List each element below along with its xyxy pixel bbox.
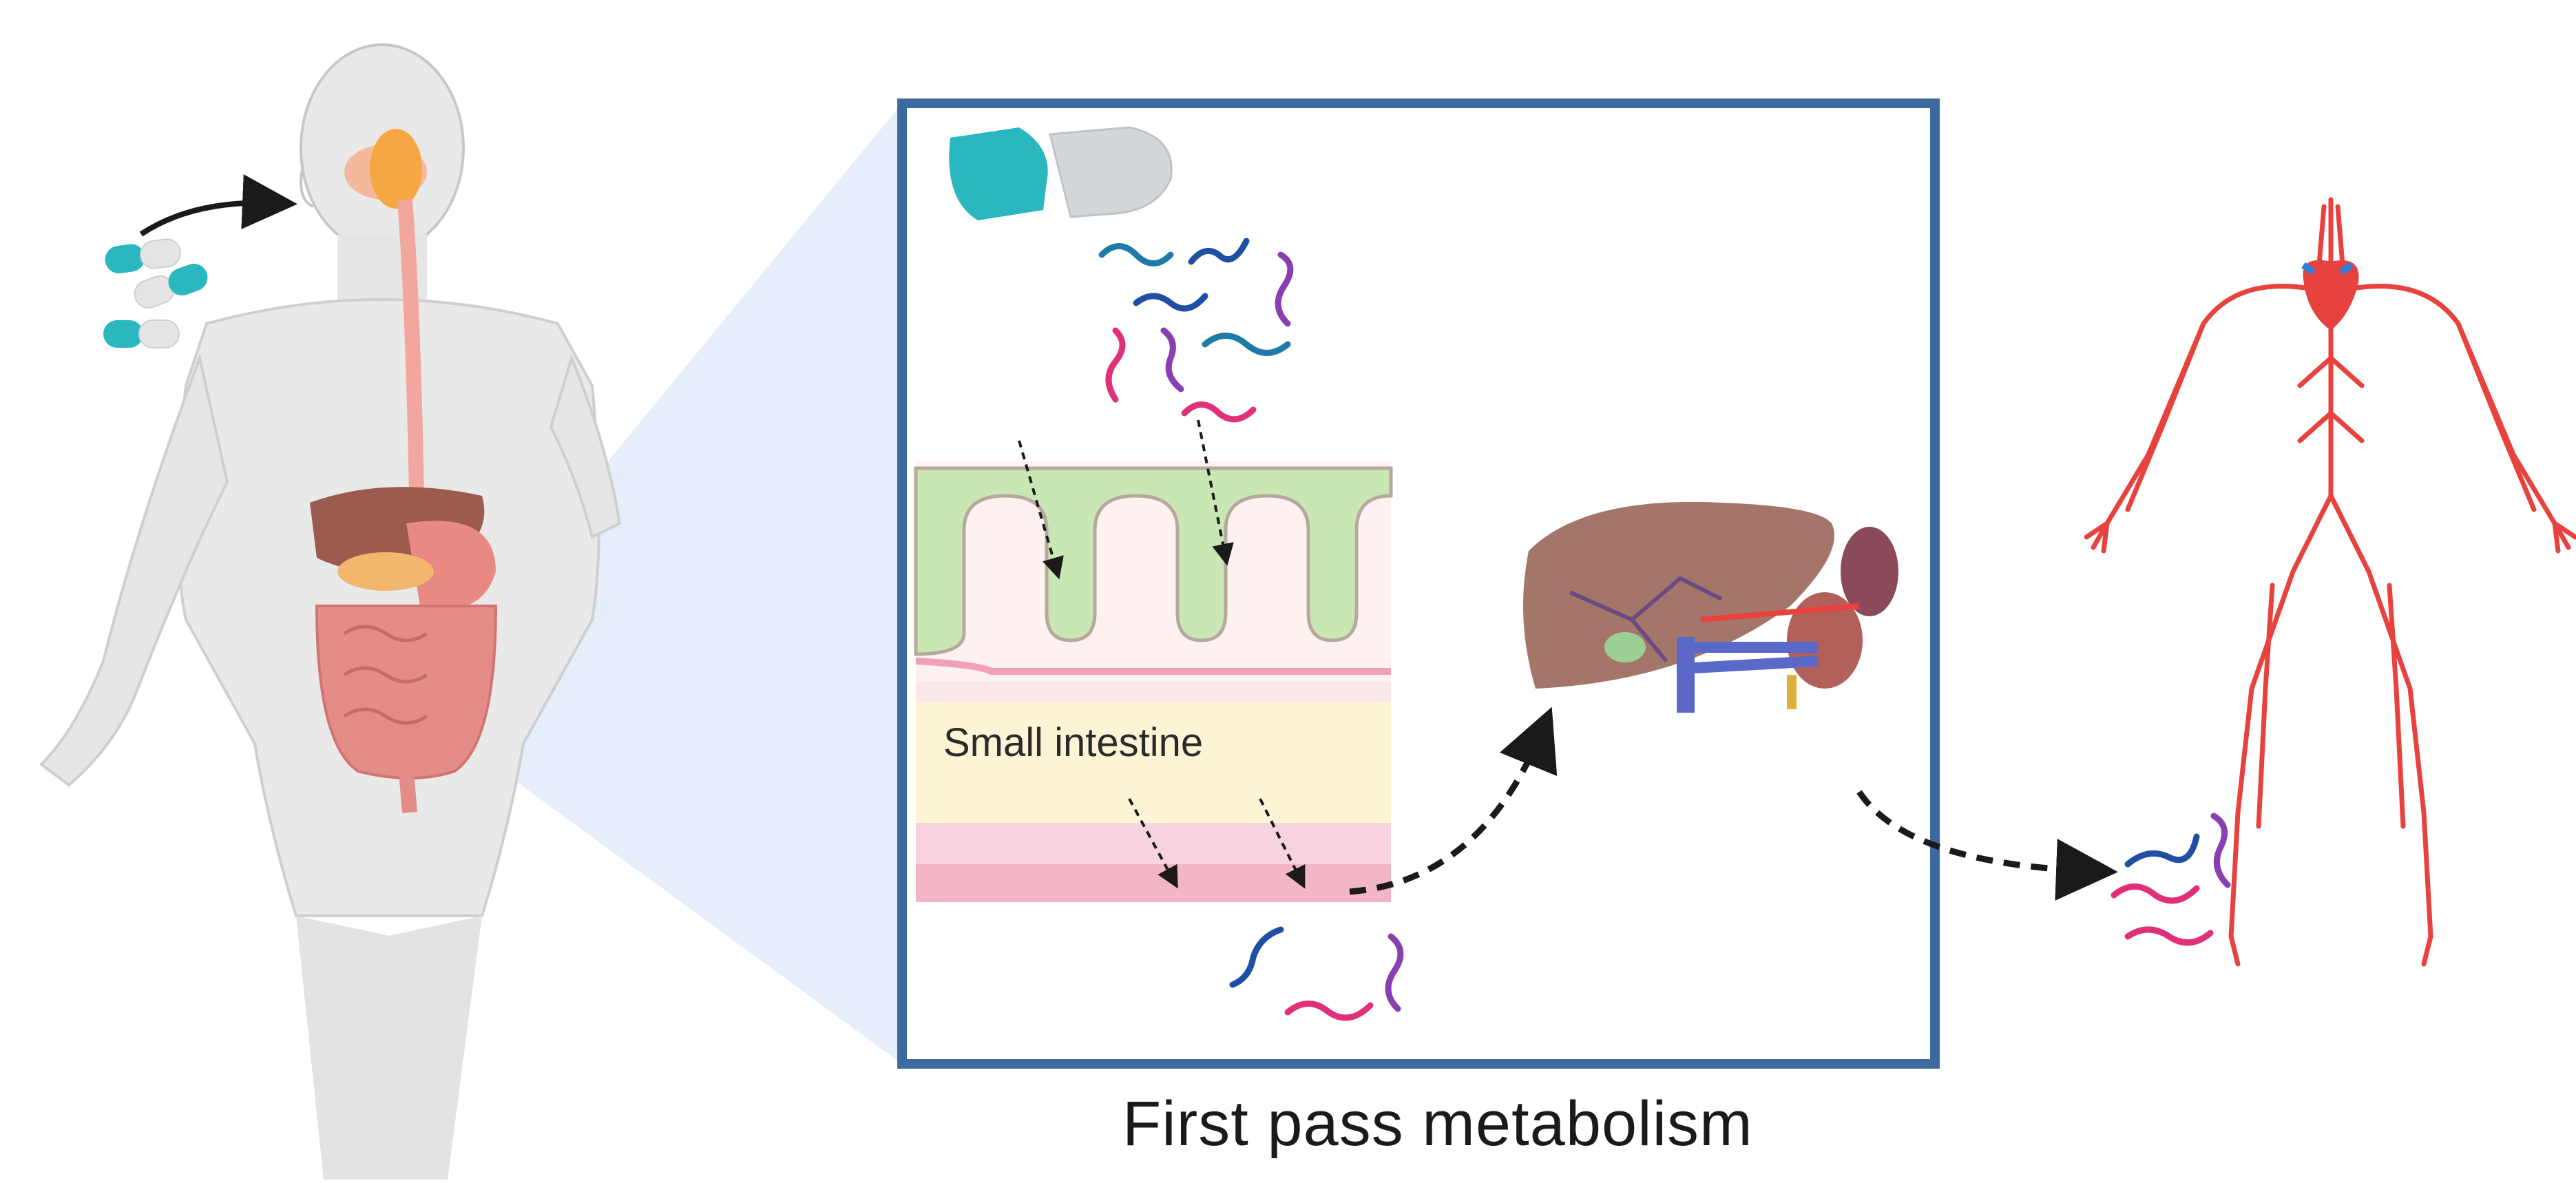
circulatory-system-icon: [2084, 197, 2576, 967]
human-body-digestive-icon: [39, 43, 622, 1180]
capsule-icon: [103, 238, 208, 348]
caption-title: First pass metabolism: [1122, 1089, 1753, 1159]
molecules-bottom: [1229, 926, 1404, 1021]
zoom-cone: [427, 103, 902, 1064]
absorption-arrows: [1018, 419, 1306, 889]
small-intestine-label: Small intestine: [943, 720, 1204, 765]
systemic-arrow: [1856, 790, 2118, 901]
molecules-circulation: [2111, 813, 2231, 946]
intestine-cross-section: [914, 461, 1393, 902]
ingestion-arrow: [139, 174, 297, 237]
portal-arrow: [1349, 706, 1558, 895]
frame-capsule-icon: [949, 126, 1173, 220]
molecules-top: [1098, 238, 1294, 423]
liver-kidney-icon: [1523, 501, 1898, 713]
heart-icon: [2301, 260, 2359, 331]
